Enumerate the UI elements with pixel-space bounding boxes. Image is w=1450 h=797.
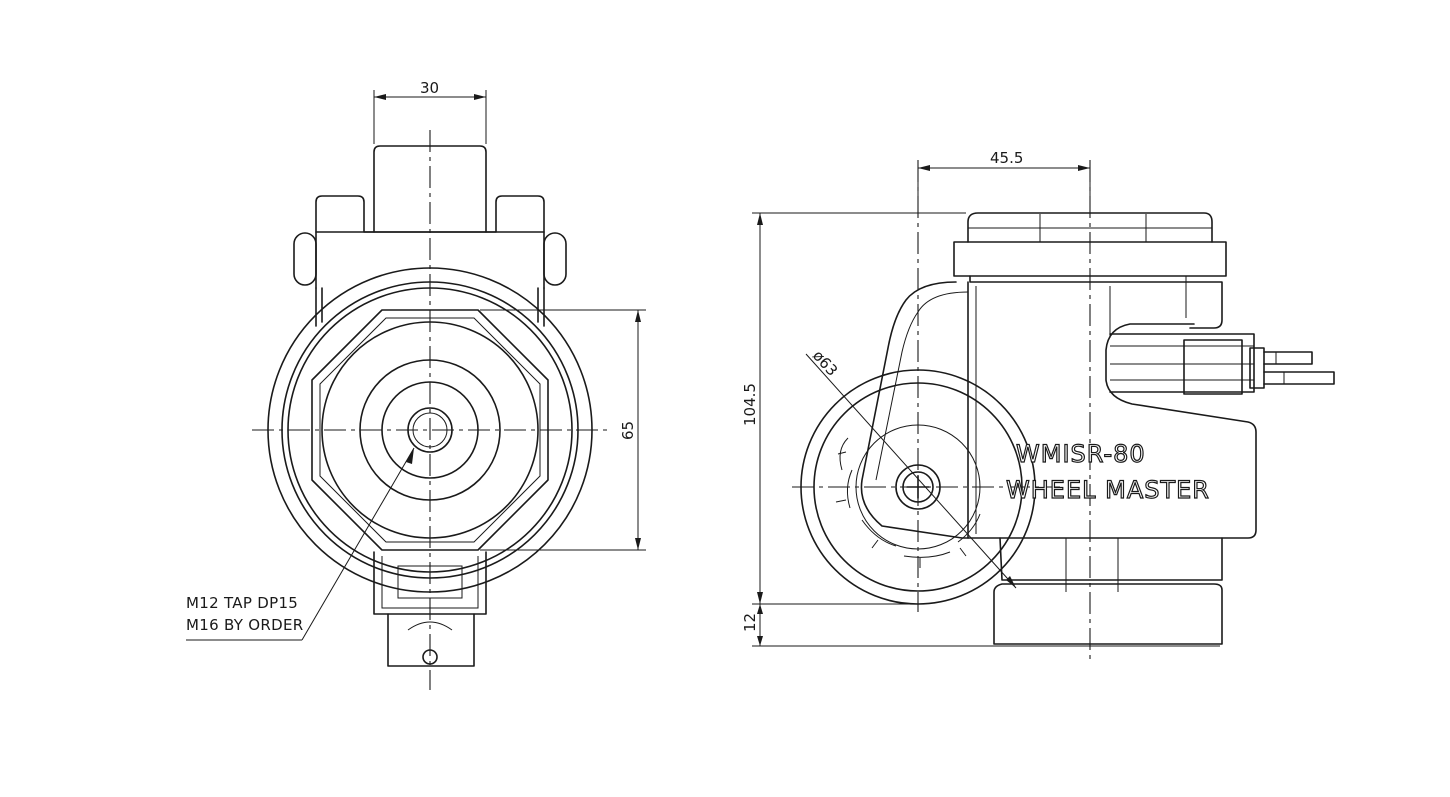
side-model-text: WMISR-80 — [1016, 440, 1146, 468]
front-view — [252, 130, 610, 690]
side-view: WMISR-80 WHEEL MASTER — [792, 160, 1335, 660]
dim-front-height-label: 65 — [619, 421, 637, 440]
dim-side-offset: 45.5 — [917, 149, 1091, 212]
side-top-cap — [967, 212, 1213, 243]
dim-base-height-label: 12 — [741, 613, 759, 632]
side-foot — [993, 537, 1223, 645]
front-lug-right — [543, 232, 567, 286]
side-brand-text: WHEEL MASTER — [1006, 476, 1210, 504]
dim-front-width: 30 — [373, 79, 487, 144]
side-body-arm — [860, 281, 1257, 539]
dim-base-height: 12 — [741, 604, 1220, 647]
dim-front-width-label: 30 — [420, 79, 439, 97]
tap-note-line1: M12 TAP DP15 — [186, 594, 298, 612]
dim-side-offset-label: 45.5 — [990, 149, 1023, 167]
dim-front-height: 65 — [480, 309, 646, 551]
dim-wheel-diameter-label: ø63 — [809, 347, 841, 380]
tap-note-line2: M16 BY ORDER — [186, 616, 303, 634]
side-lever — [1109, 333, 1335, 395]
tap-note: M12 TAP DP15 M16 BY ORDER — [186, 447, 415, 641]
front-lug-left — [293, 232, 317, 286]
dim-side-height: 104.5 — [741, 212, 966, 605]
front-hex-nut — [311, 309, 549, 551]
dim-side-height-label: 104.5 — [741, 383, 759, 426]
